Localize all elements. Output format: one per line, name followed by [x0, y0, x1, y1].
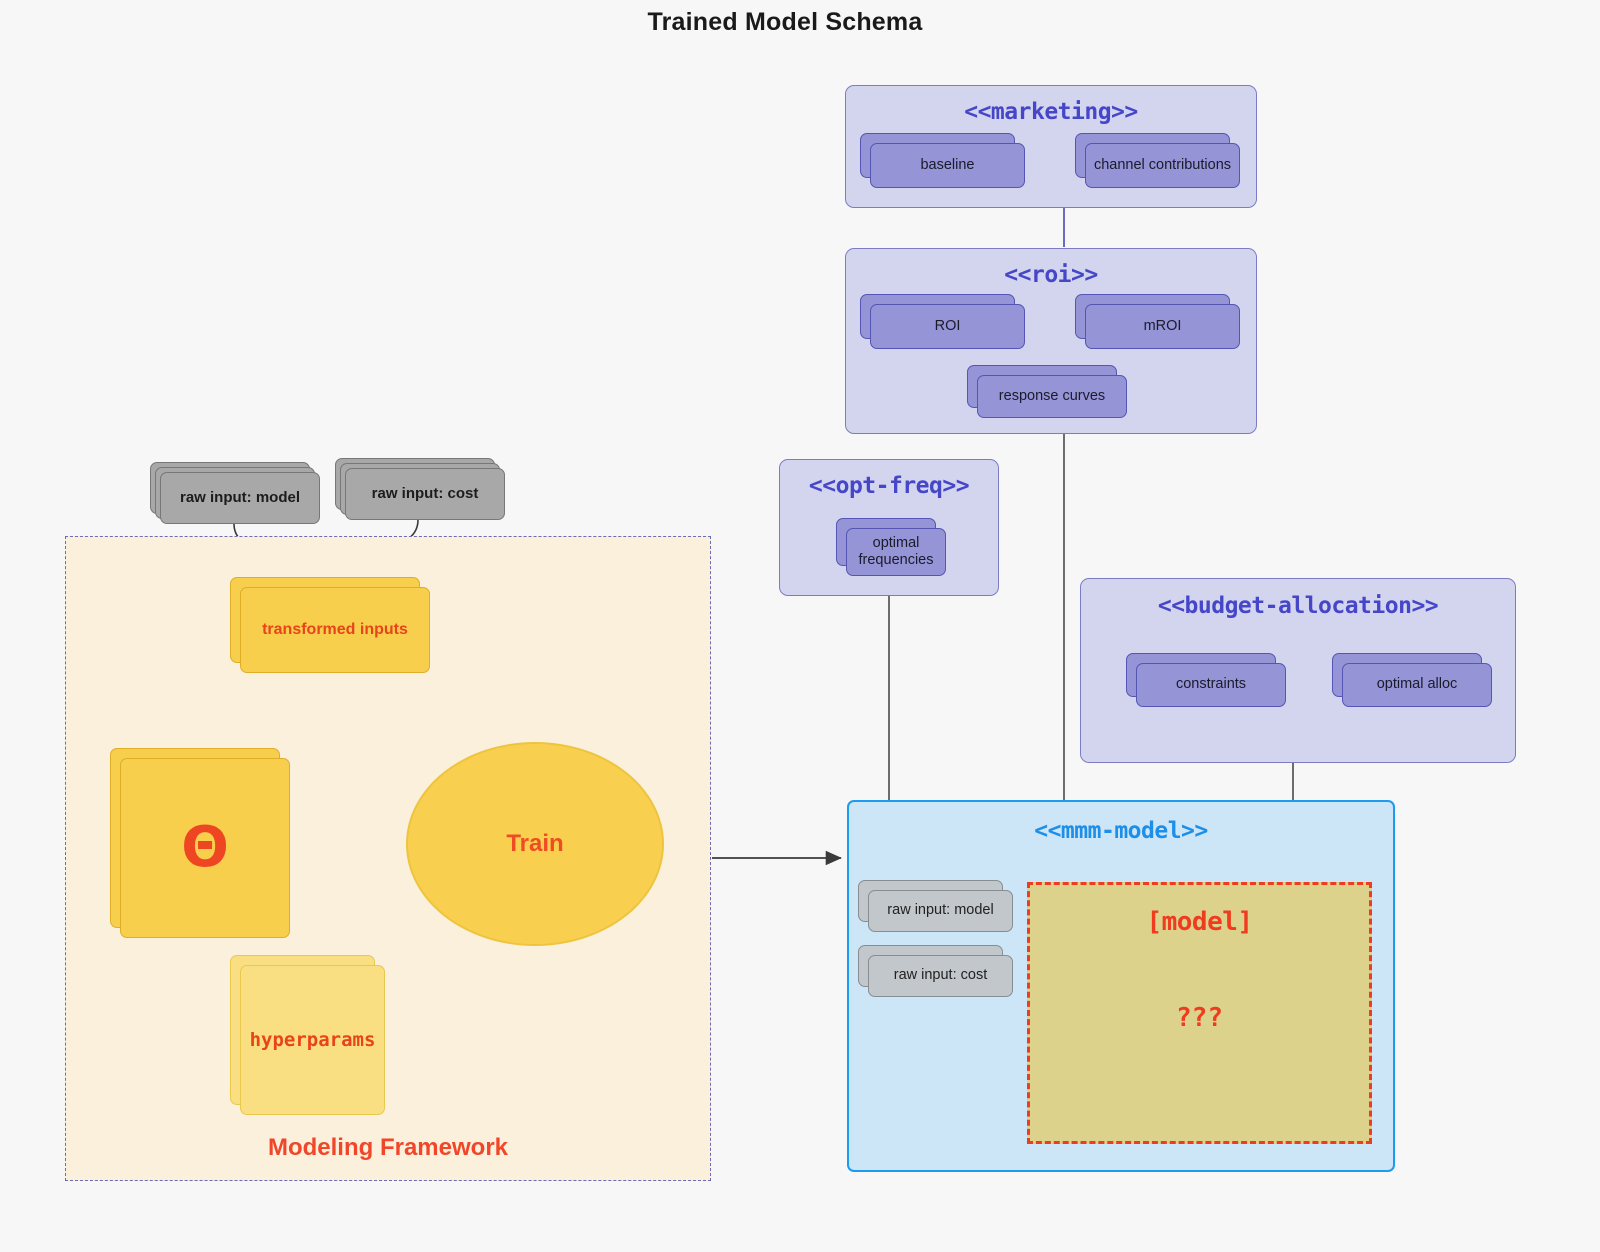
node-mroi-label: mROI — [1143, 317, 1182, 334]
hyperparams-node[interactable]: hyperparams — [230, 955, 385, 1115]
card-layer-front — [120, 758, 290, 938]
card-layer-front — [345, 468, 505, 520]
card-layer-front — [846, 528, 946, 576]
card-layer-front — [1342, 663, 1492, 707]
theta-node[interactable]: Θ — [110, 748, 290, 938]
raw-input-model-label: raw input: model — [180, 489, 300, 507]
card-layer-front — [977, 375, 1127, 418]
card-layer-front — [1136, 663, 1286, 707]
node-mroi[interactable]: mROI — [1075, 294, 1240, 349]
raw-input-cost-node[interactable]: raw input: cost — [335, 458, 505, 520]
package-marketing-title: <<marketing>> — [964, 99, 1138, 125]
node-channel-contributions-label: channel contributions — [1093, 156, 1232, 173]
card-layer-front — [240, 587, 430, 673]
card-layer-front — [870, 304, 1025, 349]
train-label: Train — [506, 830, 564, 857]
node-optimal-frequencies[interactable]: optimal frequencies — [836, 518, 946, 576]
node-channel-contributions[interactable]: channel contributions — [1075, 133, 1240, 188]
node-response-curves[interactable]: response curves — [967, 365, 1127, 418]
model-placeholder-title: [model] — [1146, 907, 1253, 937]
card-layer-front — [868, 955, 1013, 997]
node-optimal-alloc-label: optimal alloc — [1376, 676, 1458, 693]
node-response-curves-label: response curves — [998, 387, 1106, 404]
card-layer-front — [868, 890, 1013, 932]
mmm-raw-input-cost-node[interactable]: raw input: cost — [858, 945, 1013, 997]
transformed-inputs-label: transformed inputs — [262, 620, 408, 638]
theta-label-wrap: Θ — [120, 758, 290, 938]
card-layer-front — [240, 965, 385, 1115]
card-layer-front — [870, 143, 1025, 188]
page-title: Trained Model Schema — [647, 8, 923, 36]
package-roi-title: <<roi>> — [1004, 262, 1098, 288]
framework-label: Modeling Framework — [267, 1134, 509, 1161]
raw-input-cost-label: raw input: cost — [371, 485, 479, 503]
theta-symbol: Θ — [181, 815, 229, 880]
package-opt-freq-title: <<opt-freq>> — [808, 473, 970, 499]
model-placeholder-box: [model] ??? — [1027, 882, 1372, 1144]
mmm-raw-input-model-label: raw input: model — [887, 902, 994, 919]
node-baseline[interactable]: baseline — [860, 133, 1025, 188]
node-constraints-label: constraints — [1175, 676, 1247, 693]
train-ellipse[interactable]: Train — [406, 742, 664, 946]
package-mmm-model: <<mmm-model>> [model] ??? — [847, 800, 1395, 1172]
package-mmm-model-title: <<mmm-model>> — [1034, 818, 1208, 844]
card-layer-front — [1085, 304, 1240, 349]
node-roi[interactable]: ROI — [860, 294, 1025, 349]
package-budget-allocation-title: <<budget-allocation>> — [1157, 593, 1439, 619]
transformed-inputs-node[interactable]: transformed inputs — [230, 577, 430, 673]
hyperparams-label: hyperparams — [249, 1028, 376, 1051]
model-placeholder-body: ??? — [1176, 1003, 1223, 1033]
mmm-raw-input-model-node[interactable]: raw input: model — [858, 880, 1013, 932]
raw-input-model-node[interactable]: raw input: model — [150, 462, 320, 524]
card-layer-front — [160, 472, 320, 524]
node-optimal-frequencies-label: optimal frequencies — [858, 534, 934, 568]
node-optimal-alloc[interactable]: optimal alloc — [1332, 653, 1492, 707]
node-roi-label: ROI — [934, 317, 961, 334]
mmm-raw-input-cost-label: raw input: cost — [893, 967, 988, 984]
node-baseline-label: baseline — [920, 156, 975, 173]
card-layer-front — [1085, 143, 1240, 188]
node-constraints[interactable]: constraints — [1126, 653, 1286, 707]
